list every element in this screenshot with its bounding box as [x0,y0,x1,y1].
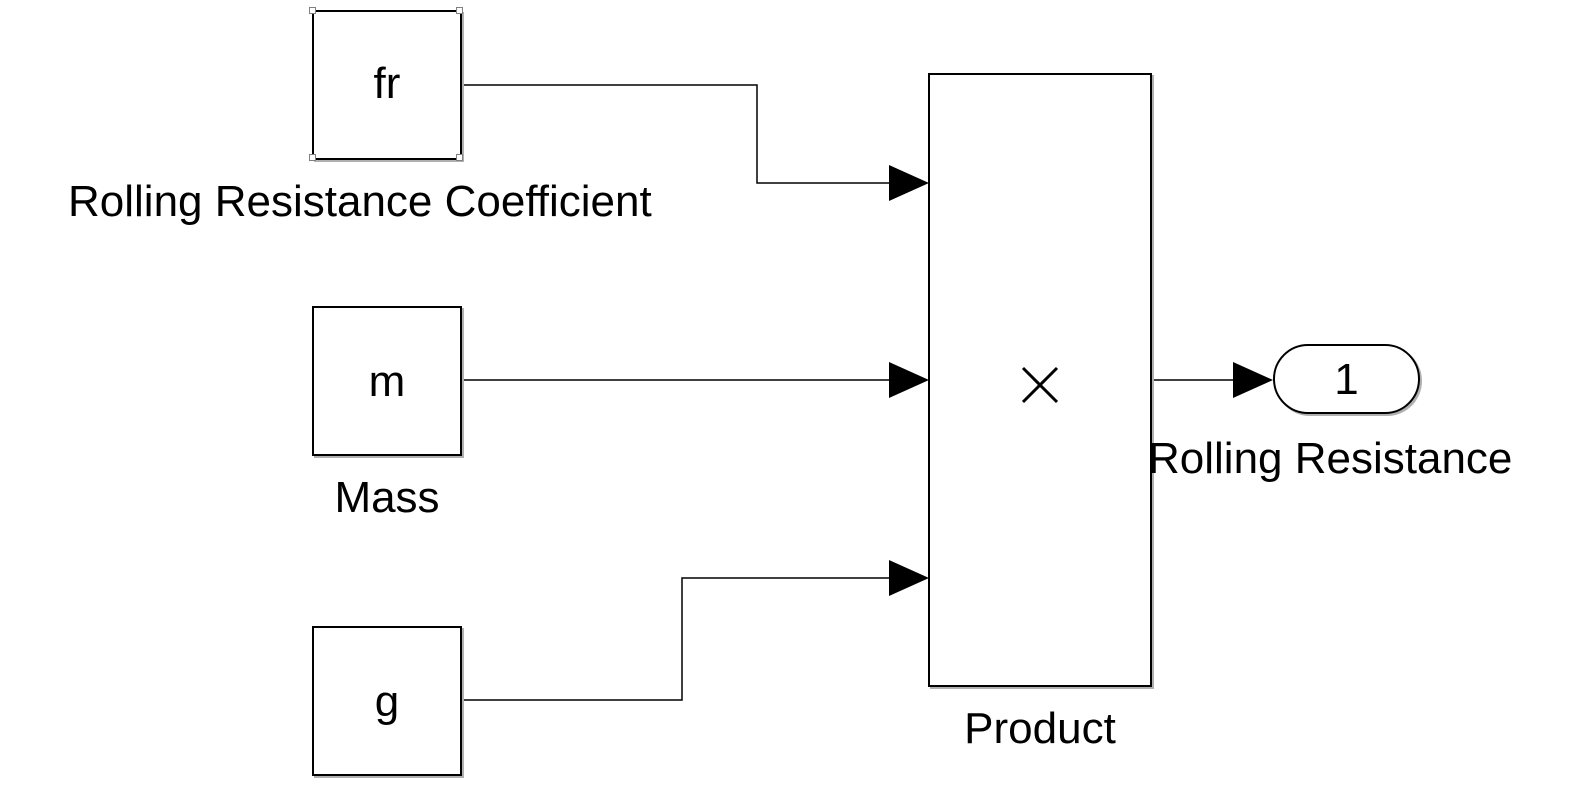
selection-handle-bottom-right[interactable] [456,154,463,161]
constant-block-fr[interactable]: fr [312,10,462,160]
selection-handle-top-right[interactable] [456,7,463,14]
arrowhead-g [889,560,929,596]
constant-block-g[interactable]: g [312,626,462,776]
arrowhead-fr [889,165,929,201]
constant-g-value: g [374,677,400,726]
constant-fr-value: fr [373,59,401,108]
outport-block[interactable]: 1 [1273,344,1420,414]
outport-number: 1 [1334,355,1359,404]
product-label: Product [964,704,1116,753]
outport-label: Rolling Resistance [1148,434,1513,483]
constant-fr-label: Rolling Resistance Coefficient [68,177,652,226]
arrowhead-m [889,362,929,398]
selection-handle-bottom-left[interactable] [309,154,316,161]
signal-line-fr-to-product[interactable] [462,84,893,184]
signal-line-g-to-product[interactable] [462,577,893,701]
product-block[interactable] [928,73,1152,687]
constant-block-m[interactable]: m [312,306,462,456]
multiply-icon [1021,366,1059,404]
constant-m-label: Mass [334,473,440,522]
constant-m-value: m [368,357,406,406]
selection-handle-top-left[interactable] [309,7,316,14]
arrowhead-out [1233,362,1273,398]
